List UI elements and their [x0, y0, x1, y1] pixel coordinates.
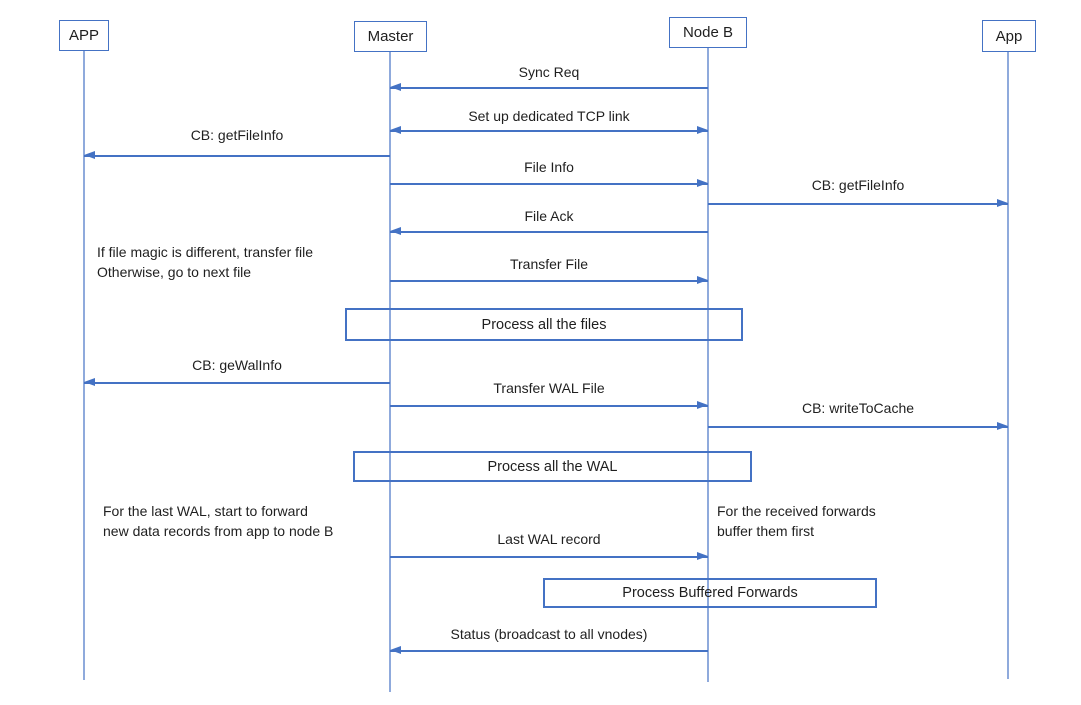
note-file-magic-line2: Otherwise, go to next file [97, 264, 252, 280]
actor-master-label: Master [367, 28, 414, 45]
process-buffered-forwards-label: Process Buffered Forwards [622, 585, 798, 601]
lifeline-app-right [1007, 52, 1009, 679]
note-last-wal-forward-line2: new data records from app to node B [103, 523, 334, 539]
actor-node-b-label: Node B [682, 24, 734, 41]
message-status-broadcast-arrow [390, 647, 708, 654]
message-cb-gewalinfo-arrow [84, 379, 390, 386]
message-last-wal-record-arrow [390, 553, 708, 560]
message-file-ack-arrow [390, 228, 708, 235]
note-file-magic-line1: If file magic is different, transfer fil… [97, 244, 314, 260]
message-transfer-file-label: Transfer File [509, 256, 589, 272]
message-cb-getfileinfo-left-label: CB: getFileInfo [190, 127, 284, 143]
message-sync-req-arrow [390, 84, 708, 91]
actor-app-right-label: App [995, 27, 1023, 45]
note-last-wal-forward-line1: For the last WAL, start to forward [103, 503, 308, 519]
message-cb-getfileinfo-right-label: CB: getFileInfo [811, 177, 905, 193]
actor-app-left: APP [59, 20, 109, 51]
actor-master: Master [354, 21, 427, 52]
note-buffer-forwards-line2: buffer them first [717, 523, 815, 539]
message-file-info-label: File Info [524, 159, 574, 175]
message-transfer-wal-arrow [390, 402, 708, 409]
message-cb-writetocache-arrow [708, 423, 1008, 430]
message-status-broadcast-label: Status (broadcast to all vnodes) [450, 626, 648, 642]
note-last-wal-forward: For the last WAL, start to forward new d… [103, 501, 333, 541]
process-all-files-label: Process all the files [481, 316, 607, 333]
message-cb-getfileinfo-left-arrow [84, 152, 390, 159]
lifeline-node-b [707, 48, 709, 682]
message-cb-getfileinfo-right-arrow [708, 200, 1008, 207]
process-buffered-forwards-box: Process Buffered Forwards [543, 578, 877, 608]
message-transfer-wal-label: Transfer WAL File [493, 380, 605, 396]
message-transfer-file-arrow [390, 277, 708, 284]
lifeline-master [389, 52, 391, 692]
message-last-wal-record-label: Last WAL record [497, 531, 601, 547]
message-setup-tcp-arrow [390, 127, 708, 134]
note-buffer-forwards: For the received forwards buffer them fi… [717, 501, 876, 541]
process-all-wal-label: Process all the WAL [487, 458, 618, 475]
note-file-magic: If file magic is different, transfer fil… [97, 242, 313, 282]
message-cb-writetocache-label: CB: writeToCache [801, 400, 915, 416]
process-all-wal-box: Process all the WAL [353, 451, 752, 482]
message-setup-tcp-label: Set up dedicated TCP link [468, 108, 630, 124]
message-file-info-arrow [390, 180, 708, 187]
message-file-ack-label: File Ack [524, 208, 574, 224]
process-all-files-box: Process all the files [345, 308, 743, 341]
actor-node-b: Node B [669, 17, 747, 48]
actor-app-right: App [982, 20, 1036, 52]
lifeline-app-left [83, 51, 85, 680]
actor-app-left-label: APP [68, 27, 99, 44]
message-sync-req-label: Sync Req [518, 64, 580, 80]
note-buffer-forwards-line1: For the received forwards [717, 503, 876, 519]
message-cb-gewalinfo-label: CB: geWalInfo [192, 357, 282, 373]
